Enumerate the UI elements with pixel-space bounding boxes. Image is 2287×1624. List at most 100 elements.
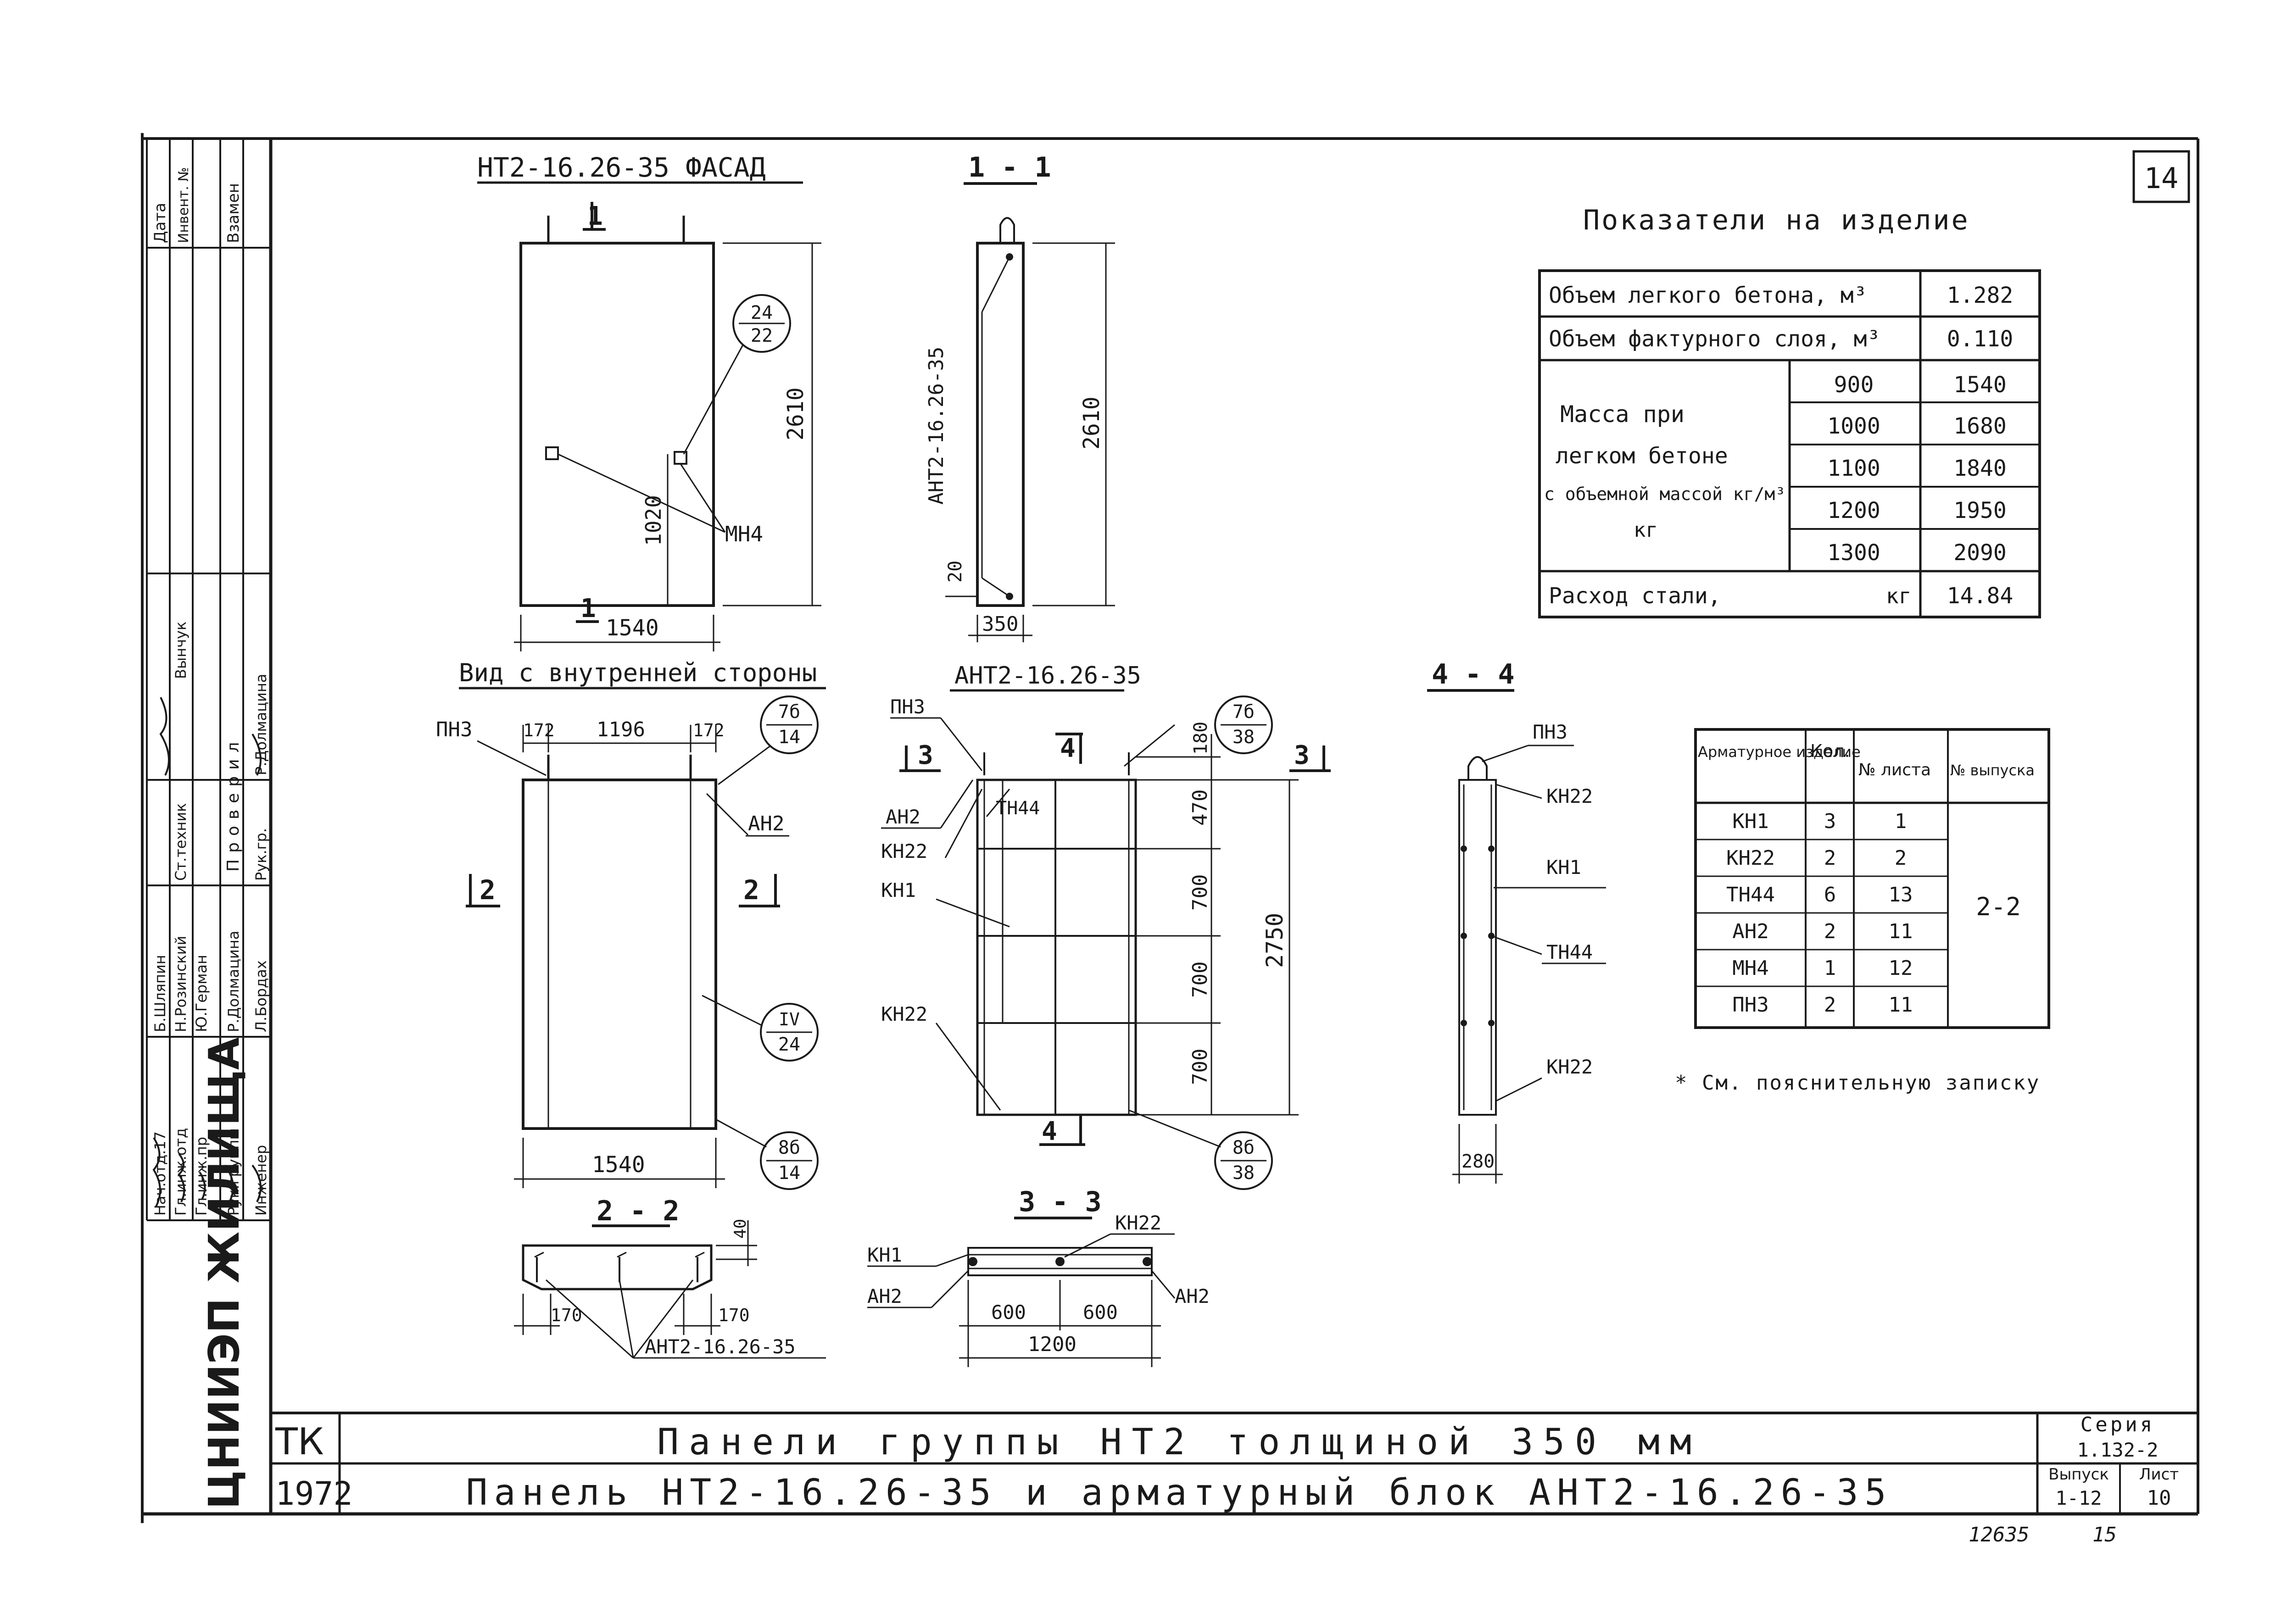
spec-row-1-item: КН22 xyxy=(1726,846,1775,870)
stamp-name-1: Б.Шляпин xyxy=(151,955,169,1032)
inner-width: 1540 xyxy=(592,1152,645,1178)
block-dim-1: 470 xyxy=(1188,790,1212,826)
stamp-check-role: Рук.гр. xyxy=(252,828,270,881)
density-3: 1200 xyxy=(1827,498,1880,523)
spec-row-5-sheet: 11 xyxy=(1889,993,1913,1017)
inner-callout-bot-2: 14 xyxy=(778,1162,800,1184)
facade-cut-bottom: 1 xyxy=(580,594,596,623)
section-3-3-total: 1200 xyxy=(1028,1333,1077,1356)
spec-row-3-sheet: 11 xyxy=(1889,920,1913,943)
facade-height: 2610 xyxy=(783,387,809,440)
stamp-st-tech-role: Ст.техник xyxy=(172,803,190,881)
spec-table: Арматурное изделие Кол. № листа № выпуск… xyxy=(1694,728,2050,1029)
spec-row-2-item: ТН44 xyxy=(1726,883,1775,907)
section-2-2-dim-right: 170 xyxy=(718,1305,750,1325)
facade-view: НТ2-16.26-35 ФАСАД 1 2610 24 22 МН4 1020… xyxy=(477,152,821,651)
spec-row-0-item: КН1 xyxy=(1732,810,1768,833)
facing-volume-value: 0.110 xyxy=(1947,326,2014,352)
section-3-3-an2-left: АН2 xyxy=(867,1285,902,1307)
side-stamp xyxy=(146,139,272,1221)
footer-number: 12635 xyxy=(1969,1523,2029,1546)
block-cut-3-right: 3 xyxy=(1294,740,1310,770)
section-1-1-title: 1 - 1 xyxy=(968,151,1051,184)
block-kn22-bottom: КН22 xyxy=(881,1003,927,1025)
block-kn1-label: КН1 xyxy=(881,879,916,901)
section-2-2-dim-top: 40 xyxy=(731,1219,750,1239)
stamp-st-tech-name: Вынчук xyxy=(172,622,190,679)
mass-0: 1540 xyxy=(1953,372,2007,398)
section-1-1-block-label: АНТ2-16.26-35 xyxy=(925,347,948,505)
density-4: 1300 xyxy=(1827,540,1880,566)
mass-label-3: с объемной массой кг/м³ xyxy=(1544,484,1785,504)
stamp-date: Дата xyxy=(151,203,169,243)
section-3-3-dim-a: 600 xyxy=(991,1301,1026,1324)
block-callout-top-1: 7б xyxy=(1233,701,1255,723)
sheet-number-top: 14 xyxy=(2144,161,2179,195)
block-dim-4: 700 xyxy=(1188,1049,1212,1085)
stamp-role-1: Нач.отд.17 xyxy=(151,1131,169,1216)
stamp-org: ЦНИИЭП ЖИЛИЩА xyxy=(200,1037,249,1509)
title-sheet-label: Лист xyxy=(2139,1465,2179,1484)
mass-label-2: легком бетоне xyxy=(1556,443,1728,469)
note-text: * См. пояснительную записку xyxy=(1675,1071,2040,1095)
facade-callout-bottom: 22 xyxy=(751,325,773,346)
stamp-inventory: Инвент. № xyxy=(176,167,192,243)
signatures xyxy=(152,697,262,1207)
facade-lifter-label: МН4 xyxy=(725,522,763,546)
inner-view: Вид с внутренней стороны 172 1196 172 ПН… xyxy=(436,658,826,1190)
spec-header-issue: № выпуска xyxy=(1950,762,2035,779)
inner-callout-mid-1: IV xyxy=(779,1009,800,1029)
section-1-1-height: 2610 xyxy=(1079,396,1104,450)
section-2-2-label: АНТ2-16.26-35 xyxy=(645,1335,796,1358)
concrete-volume-label: Объем легкого бетона, м³ xyxy=(1549,283,1867,308)
spec-issue: 2-2 xyxy=(1976,892,2021,921)
side-stamp-texts: Дата Инвент. № Взамен Нач.отд.17 Гл.инж.… xyxy=(151,167,270,1509)
section-3-3-title: 3 - 3 xyxy=(1019,1186,1102,1218)
facade-width: 1540 xyxy=(606,615,659,641)
inner-an-label: АН2 xyxy=(748,812,784,835)
density-2: 1100 xyxy=(1827,456,1880,481)
inner-section-mark-right: 2 xyxy=(743,874,759,906)
section-3-3-kn22: КН22 xyxy=(1115,1212,1161,1234)
reinforcement-block: АНТ2-16.26-35 ПН3 АН2 ТН44 КН22 КН1 КН22… xyxy=(881,662,1331,1190)
section-4-4-pn: ПН3 xyxy=(1533,721,1567,743)
inner-dim-mid: 1196 xyxy=(597,718,645,741)
spec-row-5-item: ПН3 xyxy=(1732,993,1768,1017)
inner-pn-label: ПН3 xyxy=(436,718,472,741)
block-callout-top-2: 38 xyxy=(1233,727,1255,748)
spec-row-3-qty: 2 xyxy=(1824,920,1836,943)
inner-section-mark-left: 2 xyxy=(480,874,496,906)
block-cut-3-left: 3 xyxy=(918,740,933,770)
facade-anchor-dim: 1020 xyxy=(641,495,666,546)
stamp-check-label: Проверил xyxy=(224,735,243,872)
block-dim-3: 700 xyxy=(1188,962,1212,998)
stamp-name-2: Н.Розинский xyxy=(172,936,190,1032)
mass-2: 1840 xyxy=(1953,456,2007,481)
block-cut-4-top: 4 xyxy=(1060,734,1076,763)
section-3-3: 3 - 3 КН1 АН2 КН22 АН2 600 600 1200 xyxy=(867,1186,1210,1367)
spec-row-0-qty: 3 xyxy=(1824,810,1836,833)
stamp-replaces: Взамен xyxy=(224,183,243,243)
title-series-value: 1.132-2 xyxy=(2077,1439,2158,1461)
stamp-role-4: Рук.группы xyxy=(225,1128,242,1216)
spec-header-sheet: № листа xyxy=(1858,761,1931,779)
inner-callout-top-1: 7б xyxy=(778,701,800,723)
block-callout-bot-1: 8б xyxy=(1233,1137,1255,1158)
title-issue-value: 1-12 xyxy=(2055,1487,2102,1509)
facade-cut-top: 1 xyxy=(587,201,603,231)
spec-row-5-qty: 2 xyxy=(1824,993,1836,1017)
spec-row-4-sheet: 12 xyxy=(1889,957,1913,980)
section-3-3-kn1: КН1 xyxy=(867,1244,902,1266)
title-block: ТК 1972 Панели группы НТ2 толщиной 350 м… xyxy=(271,1412,2198,1514)
section-1-1-thickness: 350 xyxy=(982,612,1018,636)
block-callout-bot-2: 38 xyxy=(1233,1162,1255,1184)
mass-label-4: кг xyxy=(1634,518,1658,542)
section-4-4-thickness: 280 xyxy=(1461,1151,1495,1172)
spec-row-2-qty: 6 xyxy=(1824,883,1836,907)
stamp-name-3: Ю.Герман xyxy=(193,955,210,1032)
spec-row-3-item: АН2 xyxy=(1732,920,1768,943)
title-sheet-value: 10 xyxy=(2147,1486,2171,1510)
block-kn22-label: КН22 xyxy=(881,840,927,862)
section-4-4-kn1: КН1 xyxy=(1546,856,1581,879)
